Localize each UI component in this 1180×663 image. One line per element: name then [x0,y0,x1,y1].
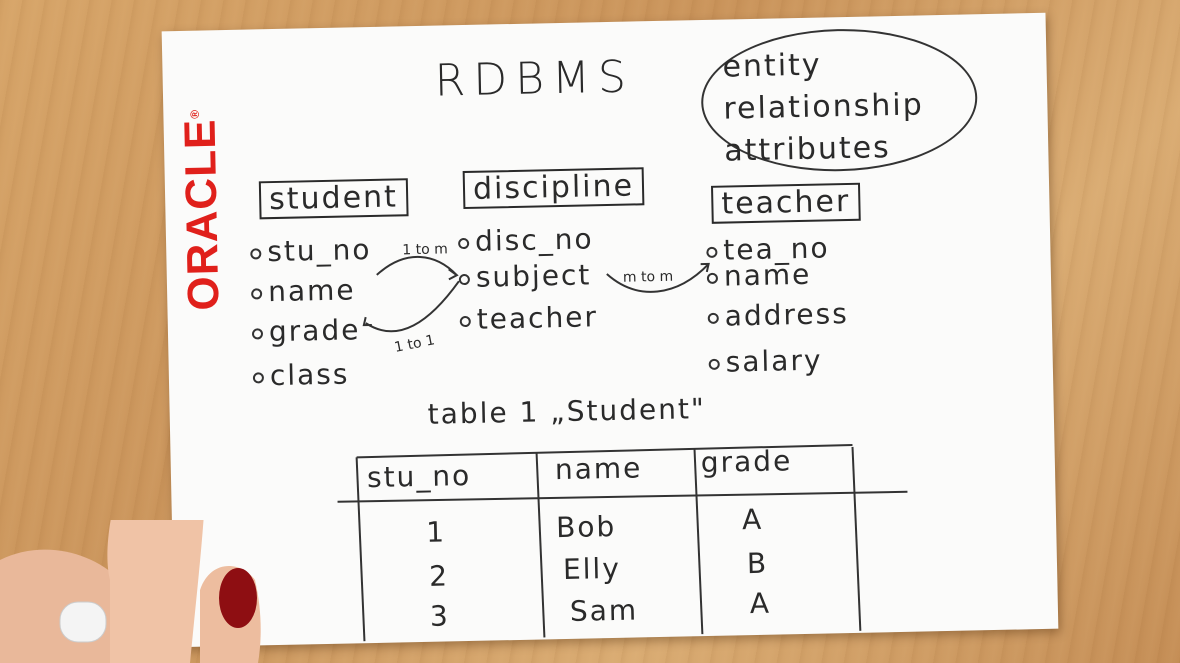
table-cell: Elly [562,551,622,587]
table-caption: table 1 „Student" [427,392,707,431]
table-col-divider [535,452,546,638]
table-cell: A [741,502,764,537]
marker-cap [59,601,107,643]
arrow-name-subject [376,255,458,276]
arrow-head [448,268,459,281]
relation-arrows [337,255,908,642]
arrow-head [700,262,710,273]
table-cell: 1 [425,515,447,549]
hand-image [0,520,261,663]
table-cell: A [749,586,772,621]
arrow-grade-subject [365,280,460,333]
table-top-border [356,443,853,459]
index-finger [107,520,204,663]
table-cell: 3 [429,599,451,633]
table-cell: 2 [428,559,450,593]
arrow-head [362,316,372,327]
table-left-border [355,457,366,642]
arrow-subject-teacher [606,263,710,293]
table-header-name: name [554,451,643,487]
table-header-stu-no: stu_no [366,458,472,495]
table-cell: Bob [555,509,617,545]
table-right-border [851,446,862,631]
table-col-divider [693,449,704,635]
table-header-grade: grade [700,444,793,480]
table-cell: Sam [569,593,639,628]
table-cell: B [746,546,769,581]
thumb-fingernail [219,568,257,628]
table-header-rule [337,490,908,503]
paper-sheet: RDBMS entity relationship attributes ORA… [161,12,1059,648]
